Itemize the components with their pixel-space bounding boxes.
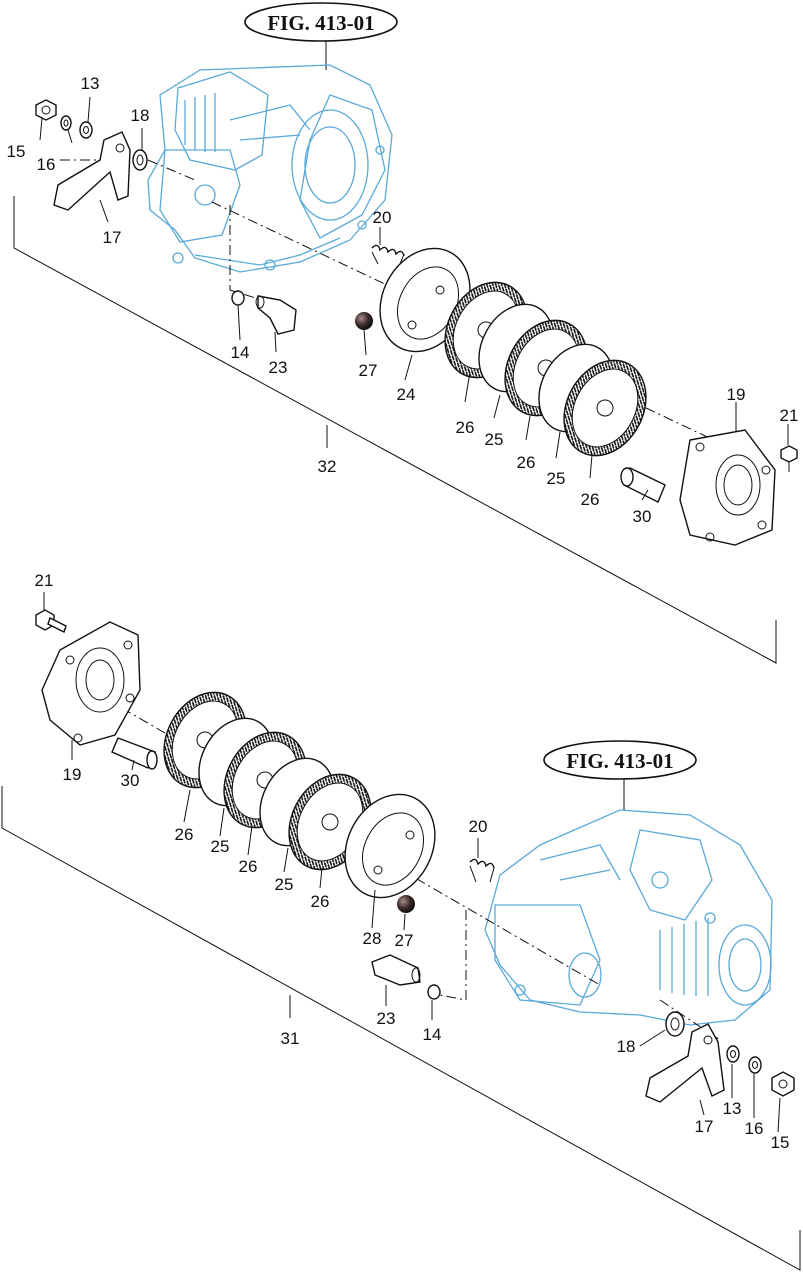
figure-ref-top[interactable]: FIG. 413-01 [244,2,398,42]
pin-30-bottom[interactable] [111,737,158,770]
spring-20-top[interactable] [371,244,405,265]
callout-16: 16 [745,1119,764,1138]
ball-27-top[interactable] [355,312,373,330]
figure-ref-bottom[interactable]: FIG. 413-01 [543,740,697,780]
callout-30: 30 [121,771,140,790]
svg-text:FIG. 413-01: FIG. 413-01 [267,11,374,35]
callout-26c: 26 [311,892,330,911]
oring-14-bottom[interactable] [427,984,441,1000]
callout-27: 27 [359,361,378,380]
callout-19: 19 [63,765,82,784]
callout-26b: 26 [517,453,536,472]
bolt-21-top[interactable] [780,445,798,472]
callout-27: 27 [395,931,414,950]
nut-15-bottom[interactable] [771,1071,795,1097]
shaft-23-bottom[interactable] [371,954,421,986]
pin-30-top[interactable] [620,467,666,503]
callout-31: 31 [281,1029,300,1048]
spring-20-bottom[interactable] [469,858,495,883]
washer-13-top[interactable] [79,121,93,139]
washer-13-bottom[interactable] [726,1045,740,1063]
callout-26a: 26 [456,418,475,437]
lever-17-top[interactable] [53,131,131,211]
nut-15-top[interactable] [35,99,57,121]
oring-14-top[interactable] [231,290,245,306]
seal-18-top[interactable] [132,149,148,171]
top-assembly: FIG. 413-01 [7,2,799,664]
callout-19: 19 [727,385,746,404]
callout-20: 20 [469,817,488,836]
callout-15: 15 [7,142,26,161]
callout-14: 14 [423,1025,442,1044]
cover-19-top[interactable] [679,429,776,546]
callout-25b: 25 [547,469,566,488]
svg-text:FIG. 413-01: FIG. 413-01 [566,749,673,773]
friction-disc-26c-top[interactable] [548,346,662,470]
shaft-23-top[interactable] [255,295,297,335]
callout-25b: 25 [275,875,294,894]
transmission-housing-top [147,64,393,273]
callout-23: 23 [377,1009,396,1028]
callout-26c: 26 [581,490,600,509]
ball-27-bottom[interactable] [397,895,415,913]
callout-25a: 25 [485,430,504,449]
callout-30: 30 [633,507,652,526]
callout-21: 21 [780,406,799,425]
callout-15: 15 [771,1133,790,1152]
lever-17-bottom[interactable] [645,1023,725,1103]
callout-26a: 26 [175,825,194,844]
callout-28: 28 [363,929,382,948]
callout-32: 32 [318,457,337,476]
bottom-assembly: FIG. 413-01 [1,571,801,1271]
bolt-21-bottom[interactable] [35,609,67,633]
callout-18: 18 [617,1037,636,1056]
callout-14: 14 [231,343,250,362]
washer-16-top[interactable] [60,115,72,131]
seal-18-bottom[interactable] [665,1011,685,1037]
callout-16: 16 [37,155,56,174]
transmission-housing-bottom [484,809,773,1026]
callout-25a: 25 [211,837,230,856]
callout-20: 20 [373,208,392,227]
callout-24: 24 [397,385,416,404]
callout-13: 13 [723,1099,742,1118]
callout-17: 17 [695,1117,714,1136]
callout-26b: 26 [239,857,258,876]
callout-21: 21 [35,571,54,590]
cover-19-bottom[interactable] [41,621,141,746]
callout-13: 13 [81,74,100,93]
callout-17: 17 [103,228,122,247]
callout-23: 23 [269,358,288,377]
pressure-plate-28-bottom[interactable] [328,779,453,914]
washer-16-bottom[interactable] [748,1056,762,1074]
callout-18: 18 [131,106,150,125]
